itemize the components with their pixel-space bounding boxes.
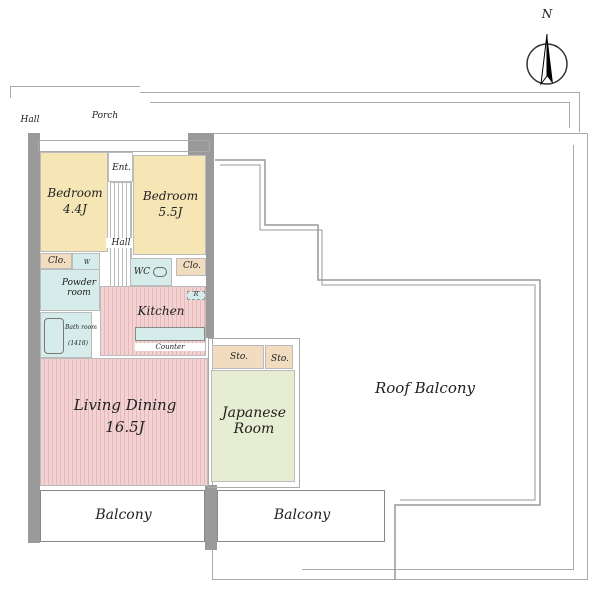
wall-outline: [38, 140, 210, 152]
wall: [206, 133, 214, 338]
balcony-1: Balcony: [40, 490, 205, 542]
balcony-2: Balcony: [217, 490, 385, 542]
closet-1-label: Clo.: [48, 256, 66, 266]
balcony-2-label: Balcony: [273, 507, 331, 523]
closet-2: Clo.: [176, 258, 206, 276]
site-outline: [10, 86, 140, 98]
wc: WC: [130, 258, 172, 286]
closet-2-label: Clo.: [183, 261, 201, 271]
roof-balcony-inner: [302, 145, 574, 570]
wall: [28, 133, 40, 543]
porch-label: Porch: [91, 111, 119, 121]
living-dining-size: 16.5J: [105, 418, 145, 436]
sink-icon: [135, 327, 205, 341]
japanese-room: Japanese Room: [211, 370, 295, 482]
japanese-room-label: Japanese Room: [221, 405, 287, 438]
living-dining: Living Dining 16.5J: [40, 358, 208, 486]
kitchen-label: Kitchen: [137, 304, 185, 318]
living-dining-name: Living Dining: [73, 396, 177, 414]
compass-label: N: [541, 7, 553, 21]
site-outline: [140, 92, 580, 132]
counter-label: Counter: [135, 343, 205, 352]
kitchen: R Kitchen Counter: [100, 286, 206, 356]
balcony-1-label: Balcony: [95, 507, 152, 523]
north-compass-icon: N: [522, 7, 572, 88]
storage-2-label: Sto.: [271, 354, 289, 364]
bath-room-name: Bath room: [65, 324, 97, 331]
bedroom-2-size: 5.5J: [158, 205, 183, 219]
bathtub-icon: [44, 318, 64, 354]
outer-hall-label: Hall: [20, 115, 40, 125]
refrigerator-label: R: [187, 291, 205, 300]
powder-room: Powder room: [40, 269, 100, 311]
wall: [205, 485, 217, 550]
entrance: Ent.: [108, 152, 133, 182]
bath-room-size: (1418): [68, 340, 88, 347]
bath-room: Bath room (1418): [40, 312, 97, 358]
bedroom-1-name: Bedroom: [47, 186, 103, 200]
entrance-label: Ent.: [112, 163, 131, 173]
storage-1-label: Sto.: [230, 352, 248, 362]
roof-balcony-label: Roof Balcony: [374, 379, 475, 397]
storage-2: Sto.: [265, 345, 293, 369]
bedroom-1: Bedroom 4.4J: [40, 152, 108, 252]
hall-label: Hall: [106, 238, 136, 249]
washer-label: W: [83, 259, 91, 266]
storage-1: Sto.: [212, 345, 264, 369]
bedroom-1-size: 4.4J: [63, 202, 87, 216]
bedroom-2-name: Bedroom: [142, 189, 199, 203]
powder-room-label: Powder room: [61, 278, 97, 299]
bedroom-2: Bedroom 5.5J: [133, 155, 206, 255]
wc-label: WC: [133, 267, 151, 277]
closet-1: Clo.: [40, 253, 72, 269]
toilet-icon: [153, 267, 167, 277]
wall-outline: [208, 338, 300, 488]
site-outline: [150, 102, 570, 128]
